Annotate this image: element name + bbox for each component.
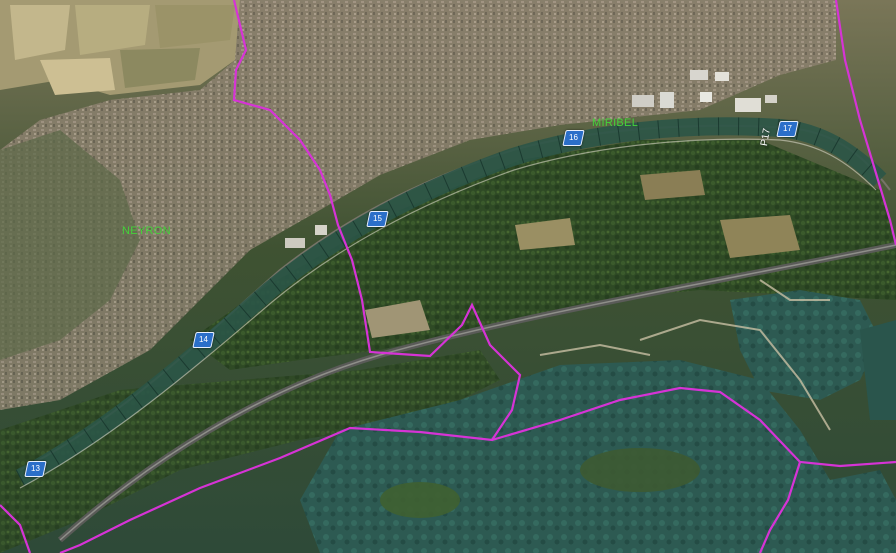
marker-14-label: 14	[199, 335, 208, 344]
tracks	[539, 279, 831, 431]
urban-area	[0, 0, 836, 410]
marker-14[interactable]: 14	[192, 332, 215, 348]
marker-17[interactable]: 17	[776, 121, 799, 137]
marker-15-label: 15	[373, 214, 382, 223]
clearings	[365, 170, 800, 338]
marker-16[interactable]: 16	[562, 130, 585, 146]
town-label-neyron: NEYRON	[122, 225, 171, 237]
boundary-line-west	[59, 0, 522, 553]
boundary-line-lake	[491, 386, 896, 468]
marker-13-label: 13	[31, 464, 40, 473]
fields-area	[0, 0, 240, 95]
marker-16-label: 16	[569, 133, 578, 142]
marker-13[interactable]: 13	[24, 461, 47, 477]
town-label-miribel: MIRIBEL	[592, 117, 639, 129]
boundary-line-east	[834, 0, 896, 246]
lakes	[300, 290, 896, 553]
marker-17-label: 17	[783, 124, 792, 133]
boundary-line-southeast	[758, 461, 802, 553]
boundary-line-southwest	[0, 504, 32, 553]
industrial-blocks	[285, 70, 777, 248]
marker-15[interactable]: 15	[366, 211, 389, 227]
